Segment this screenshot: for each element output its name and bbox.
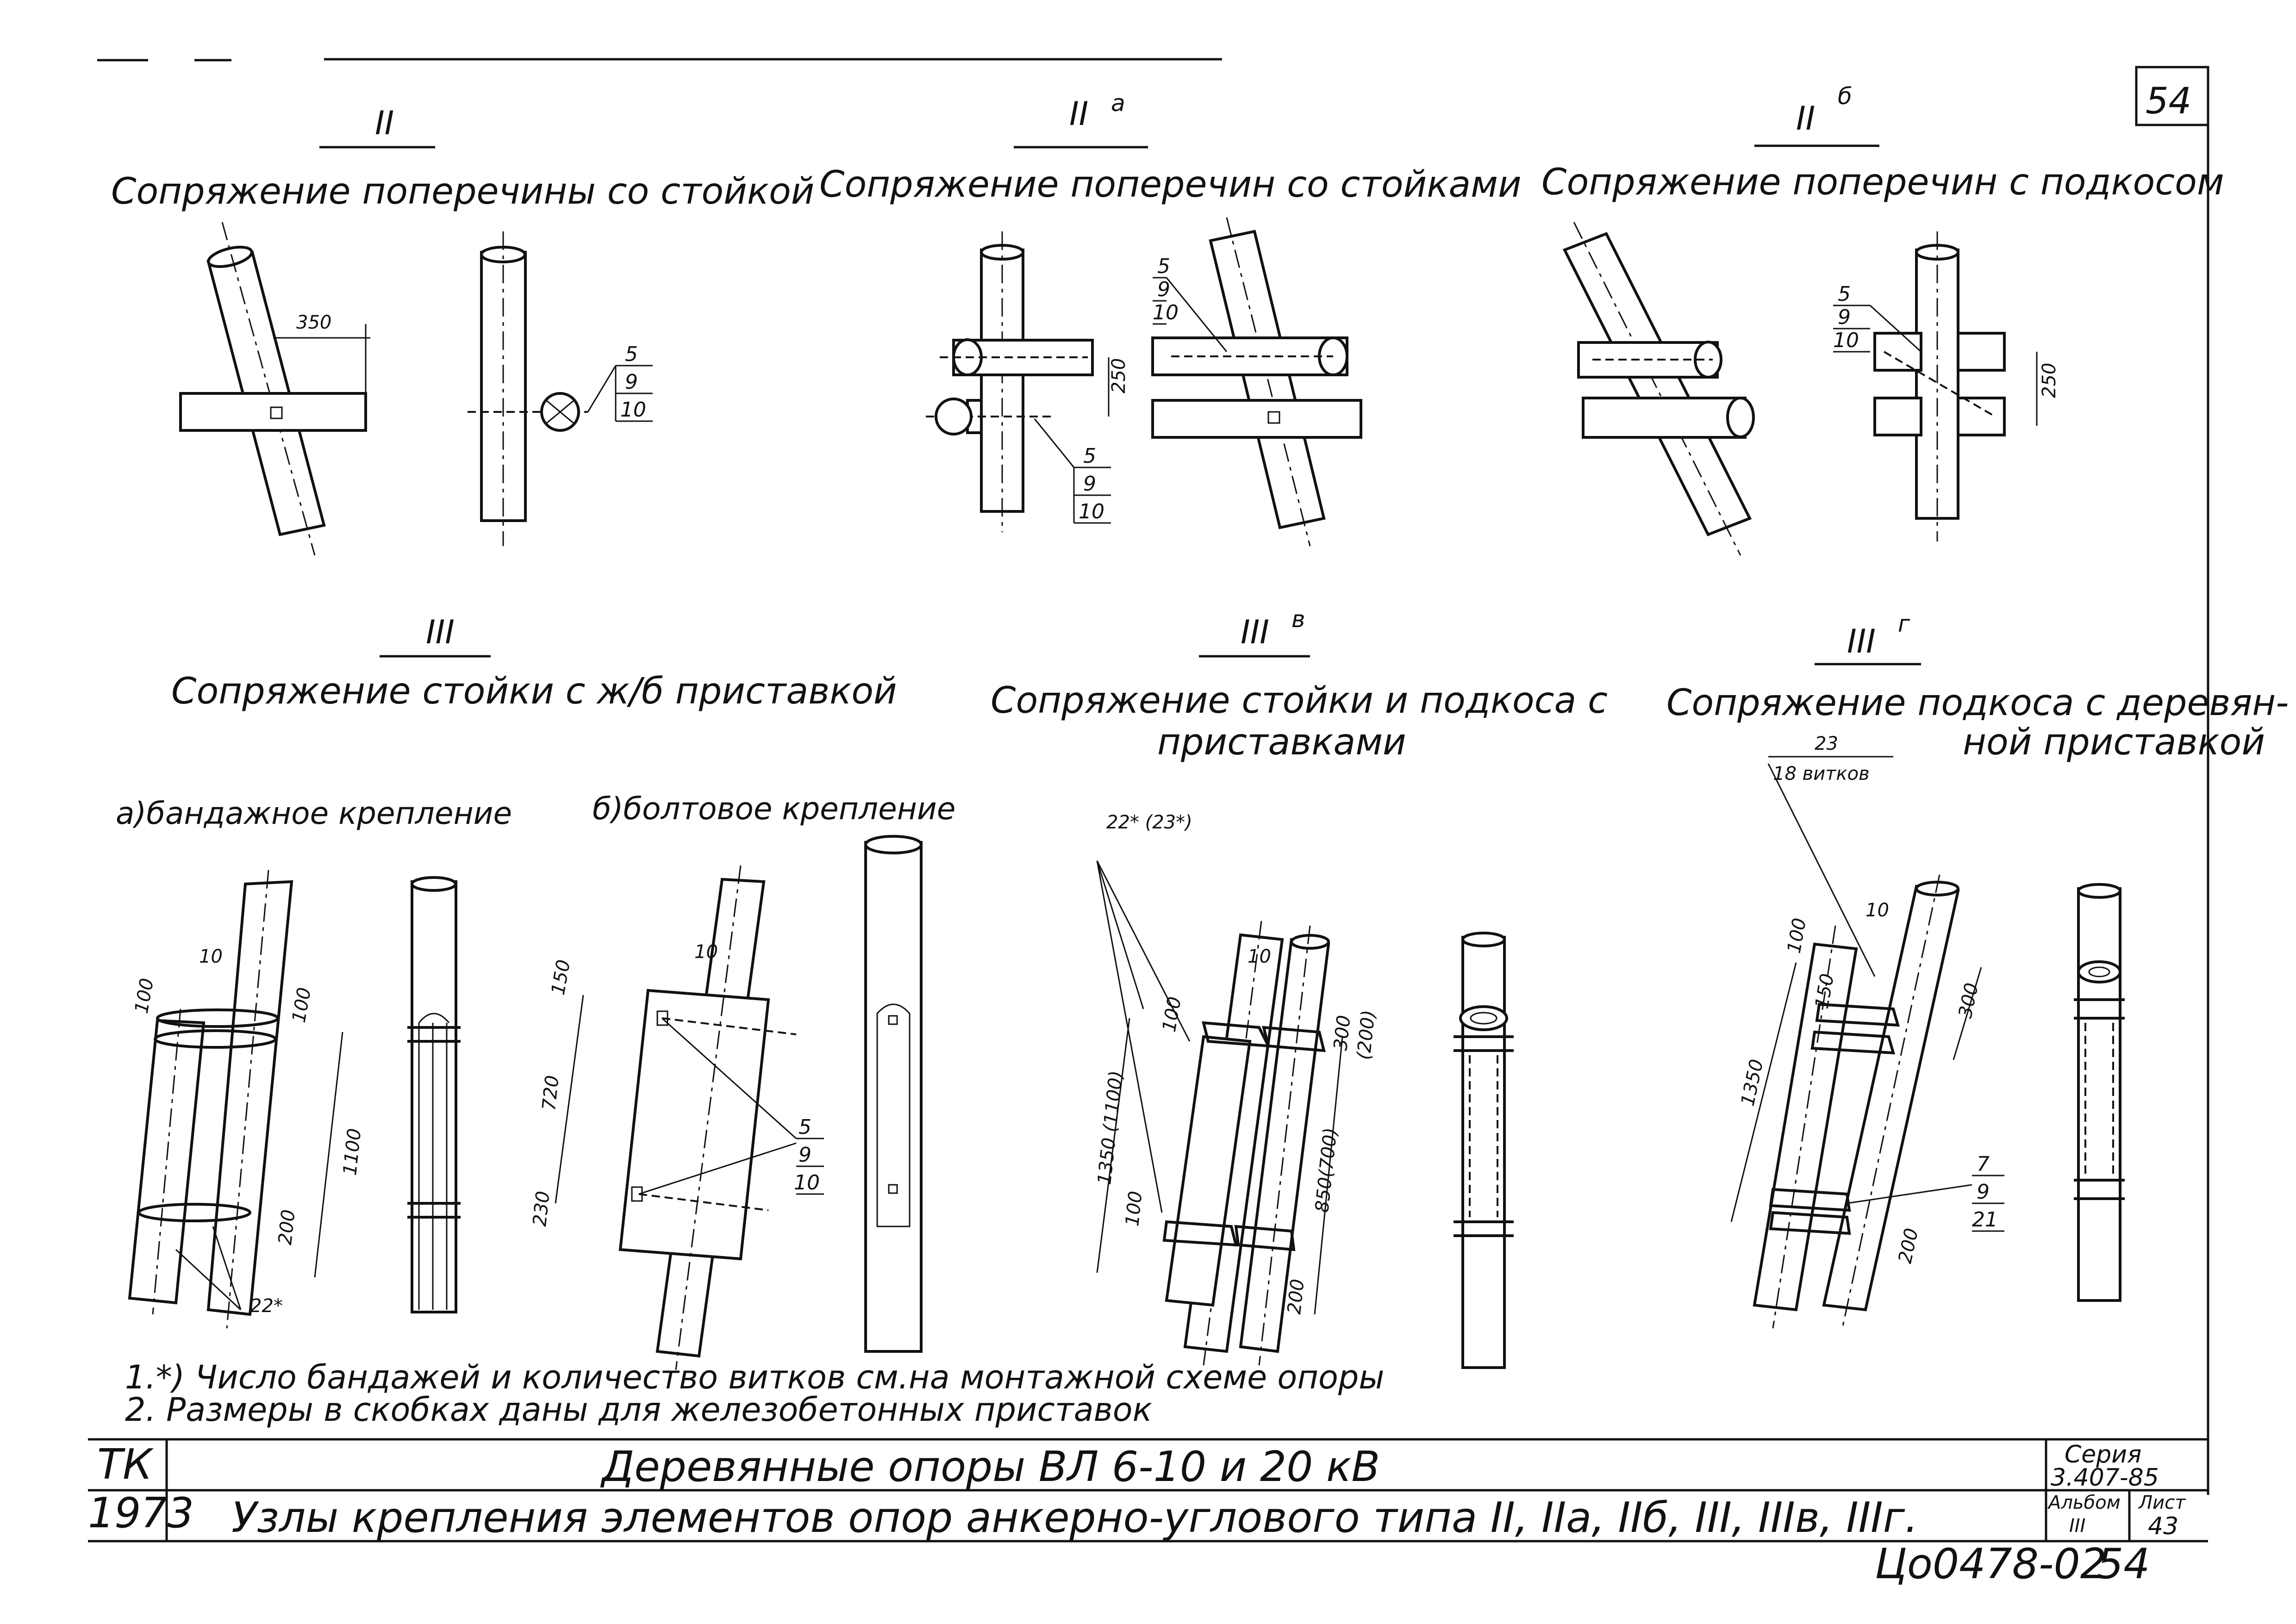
- callout-5: 5: [1157, 255, 1170, 278]
- callout-9: 9: [799, 1143, 811, 1167]
- top-border-strokes: [97, 58, 1222, 62]
- dim-200v: (200): [1353, 1009, 1379, 1061]
- callout-10: 10: [1079, 500, 1104, 523]
- stub-b1: [618, 989, 770, 1261]
- dim-150: 150: [548, 958, 575, 996]
- dim-100: 100: [131, 977, 158, 1015]
- callout-10: 10: [1833, 329, 1859, 352]
- callout-10: 10: [1153, 301, 1179, 324]
- sheet-label: Лист: [2138, 1492, 2186, 1513]
- section-III-mark: III: [426, 613, 455, 651]
- note-2: 2. Размеры в скобках даны для железобето…: [125, 1391, 1152, 1429]
- dim-1350v: 1350 (1100): [1094, 1070, 1127, 1186]
- callout-7: 7: [1977, 1152, 1990, 1176]
- callout-5: 5: [799, 1115, 811, 1139]
- sheet-value: 43: [2148, 1512, 2178, 1540]
- section-IIIg-title-line2: ной приставкой: [1963, 722, 2265, 763]
- section-III-title: Сопряжение стойки с ж/б приставкой: [171, 671, 897, 712]
- callout-9: 9: [1838, 305, 1851, 329]
- section-IIIg-mark: III: [1847, 622, 1876, 660]
- dim-1100: 1100: [339, 1127, 365, 1176]
- section-IIb-sup: б: [1838, 83, 1852, 110]
- callout-5: 5: [1083, 444, 1096, 468]
- year: 1973: [88, 1489, 194, 1537]
- callout-10: 10: [794, 1171, 820, 1195]
- pole-g1: [1753, 942, 1858, 1312]
- album-value: III: [2069, 1515, 2085, 1537]
- callout-5: 5: [625, 342, 638, 366]
- crossbar: [179, 392, 367, 432]
- dim-10b: 10: [694, 941, 718, 963]
- section-IIa: II а Сопряжение поперечин со стойками 5 …: [819, 90, 1522, 547]
- section-IIIv-mark: III: [1241, 613, 1269, 651]
- section-IIIg: III г Сопряжение подкоса с деревян- ной …: [1666, 610, 2289, 1329]
- dim-350: 350: [296, 312, 331, 333]
- dim-200c: 200: [1894, 1226, 1922, 1265]
- callout-9: 9: [1083, 472, 1096, 496]
- dim-250b: 250: [2039, 363, 2060, 398]
- dim-720: 720: [538, 1074, 563, 1112]
- strut: [1562, 232, 1752, 536]
- dim-100e: 100: [1784, 916, 1811, 955]
- section-IIIv: III в Сопряжение стойки и подкоса с прис…: [991, 606, 1608, 1369]
- section-IIa-mark: II: [1069, 95, 1088, 133]
- section-II-title: Сопряжение поперечины со стойкой: [111, 171, 814, 212]
- dim-10d: 10: [1866, 900, 1889, 921]
- callout-18-turns: 18 витков: [1773, 763, 1870, 784]
- section-IIIv-title-line2: приставками: [1157, 722, 1406, 763]
- dim-850: 850(700): [1311, 1126, 1341, 1213]
- dim-10c: 10: [1248, 946, 1271, 967]
- series-label: Серия: [2065, 1441, 2141, 1468]
- section-III: III Сопряжение стойки с ж/б приставкой а…: [116, 613, 955, 1370]
- section-II: II Сопряжение поперечины со стойкой 350 …: [111, 104, 814, 556]
- title-block: ТК 1973 Деревянные опоры ВЛ 6-10 и 20 кВ…: [88, 1438, 2208, 1588]
- sheet-number: 54: [2146, 81, 2191, 122]
- subsection-a: а)бандажное крепление: [116, 796, 512, 831]
- album-label: Альбом: [2047, 1492, 2121, 1513]
- sheet-number-box: 54: [2135, 66, 2209, 126]
- main-title: Деревянные опоры ВЛ 6-10 и 20 кВ: [600, 1443, 1380, 1491]
- doc-code: Цо0478-02: [1875, 1540, 2107, 1588]
- dim-100b: 100: [288, 986, 316, 1024]
- callout-9: 9: [1157, 278, 1170, 301]
- callout-23: 23: [1815, 733, 1838, 754]
- dim-300v: 300: [1330, 1014, 1355, 1052]
- dim-300: 300: [1954, 981, 1983, 1020]
- section-IIa-sup: а: [1111, 90, 1125, 117]
- dim-1350: 1350: [1737, 1058, 1767, 1108]
- concrete-stub-a1: [128, 1019, 206, 1305]
- section-IIb-title: Сопряжение поперечин с подкосом: [1541, 162, 2224, 203]
- section-IIIv-title-line1: Сопряжение стойки и подкоса с: [991, 680, 1608, 722]
- dim-100c: 100: [1159, 995, 1186, 1033]
- callout-9: 9: [1977, 1180, 1990, 1204]
- series-value: 3.407-85: [2051, 1464, 2159, 1492]
- callout-10: 10: [620, 398, 646, 422]
- notes: 1.*) Число бандажей и количество витков …: [125, 1358, 1385, 1429]
- section-IIb-mark: II: [1796, 100, 1815, 137]
- subtitle: Узлы крепления элементов опор анкерно-уг…: [231, 1493, 1918, 1542]
- dim-230: 230: [529, 1190, 554, 1227]
- dim-100d: 100: [1122, 1190, 1147, 1227]
- org-code: ТК: [97, 1440, 154, 1489]
- callout-22-23: 22* (23*): [1106, 812, 1192, 833]
- section-IIb: II б Сопряжение поперечин с подкосом 5 9…: [1541, 83, 2224, 556]
- callout-22star: 22*: [250, 1295, 283, 1317]
- section-IIa-title: Сопряжение поперечин со стойками: [819, 164, 1522, 205]
- dim-200: 200: [275, 1208, 299, 1246]
- section-IIIg-title-line1: Сопряжение подкоса с деревян-: [1666, 682, 2289, 724]
- doc-page: 54: [2097, 1540, 2150, 1588]
- callout-21: 21: [1972, 1208, 1998, 1232]
- note-1: 1.*) Число бандажей и количество витков …: [125, 1358, 1385, 1396]
- section-II-mark: II: [375, 104, 394, 142]
- section-IIIg-sup: г: [1898, 610, 1910, 637]
- callout-9: 9: [625, 370, 638, 394]
- pole-b2: [864, 841, 923, 1353]
- dim-200b: 200: [1284, 1278, 1309, 1315]
- callout-5: 5: [1838, 282, 1851, 306]
- section-IIIv-sup: в: [1292, 606, 1305, 633]
- subsection-b: б)болтовое крепление: [593, 791, 955, 827]
- dim-10: 10: [199, 946, 223, 967]
- dim-250: 250: [1108, 358, 1129, 393]
